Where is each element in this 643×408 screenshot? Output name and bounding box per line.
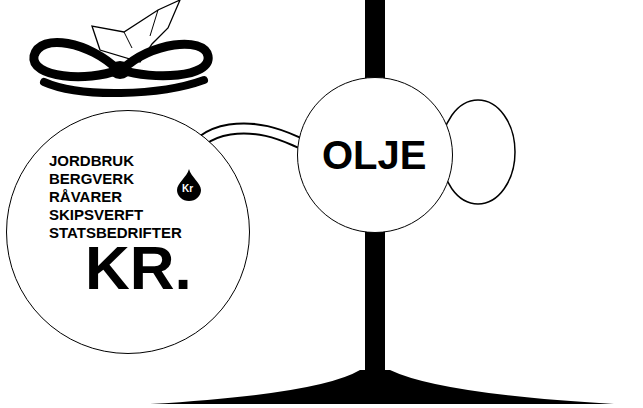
bow-ribbon <box>44 80 204 93</box>
oil-label: OLJE <box>322 135 426 175</box>
currency-label: KR. <box>85 237 192 299</box>
bow-knot <box>109 61 131 79</box>
drop-label: Kr <box>182 184 193 194</box>
scale-base <box>150 370 614 404</box>
sector-label: SKIPSVERFT <box>49 207 143 222</box>
sector-label: RÅVARER <box>49 189 122 204</box>
money-drop: Kr <box>177 169 201 201</box>
bow-loop <box>34 42 118 76</box>
oil-jug-circle: OLJE <box>297 77 453 233</box>
bow-loop <box>122 44 208 76</box>
sector-label: JORDBRUK <box>49 153 134 168</box>
bird-shape <box>92 0 180 62</box>
bird-wing <box>124 10 158 48</box>
sector-label: BERGVERK <box>49 171 134 186</box>
drop-outline <box>177 169 201 201</box>
money-bag-circle: KrJORDBRUKBERGVERKRÅVARERSKIPSVERFTSTATS… <box>6 110 250 354</box>
